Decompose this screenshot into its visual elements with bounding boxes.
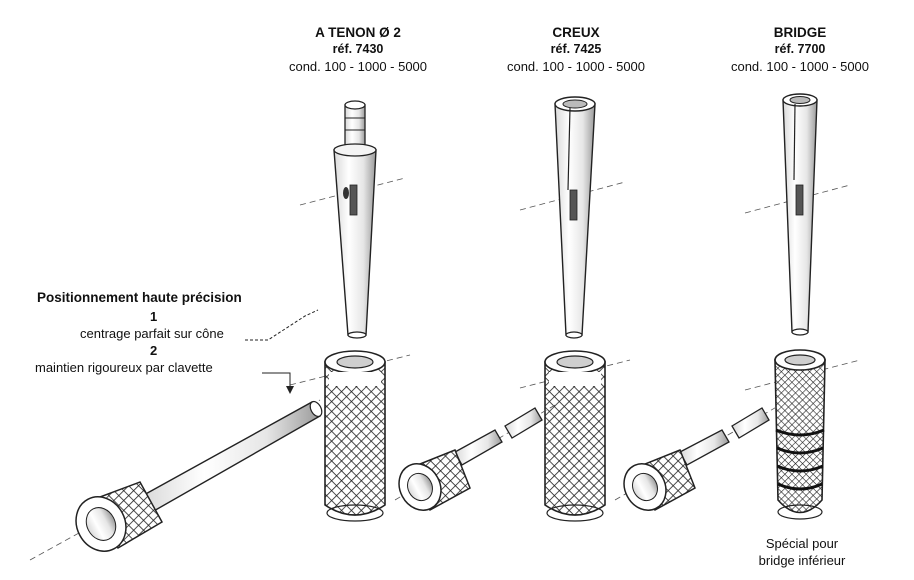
column-ref: réf. 7700: [774, 42, 826, 56]
column-ref: réf. 7430: [332, 42, 384, 56]
column-header-tenon: A TENON Ø 2 réf. 7430 cond. 100 - 1000 -…: [258, 24, 458, 75]
column-cond: cond. 100 - 1000 - 5000: [288, 59, 428, 74]
column-title: BRIDGE: [773, 25, 827, 40]
bridge-pin: [744, 93, 851, 336]
column-header-creux: CREUX réf. 7425 cond. 100 - 1000 - 5000: [476, 24, 676, 75]
column-ref: réf. 7425: [550, 42, 602, 56]
creux-pin: [519, 96, 626, 339]
column-cond: cond. 100 - 1000 - 5000: [730, 59, 870, 74]
bridge-sleeve: [744, 349, 861, 520]
annotation-number-1: 1: [150, 309, 158, 324]
bridge-note-line-2: bridge inférieur: [758, 553, 846, 568]
column-header-bridge: BRIDGE réf. 7700 cond. 100 - 1000 - 5000: [700, 24, 900, 75]
annotation-heading: Positionnement haute précision: [37, 290, 242, 305]
annotation-line-1: centrage parfait sur cône: [80, 326, 224, 341]
bridge-handle: [614, 404, 781, 512]
creux-handle: [394, 404, 556, 512]
bridge-note-line-1: Spécial pour: [765, 536, 839, 551]
tenon-sleeve: [289, 350, 411, 522]
annotation-leaders: [245, 309, 319, 394]
annotation-number-2: 2: [150, 343, 158, 358]
column-title: CREUX: [552, 25, 600, 40]
column-cond: cond. 100 - 1000 - 5000: [506, 59, 646, 74]
tenon-handle: [29, 399, 323, 561]
creux-sleeve: [519, 350, 631, 522]
column-title: A TENON Ø 2: [315, 25, 401, 40]
tenon-pin: [299, 100, 406, 339]
annotation-line-2: maintien rigoureux par clavette: [35, 360, 213, 375]
